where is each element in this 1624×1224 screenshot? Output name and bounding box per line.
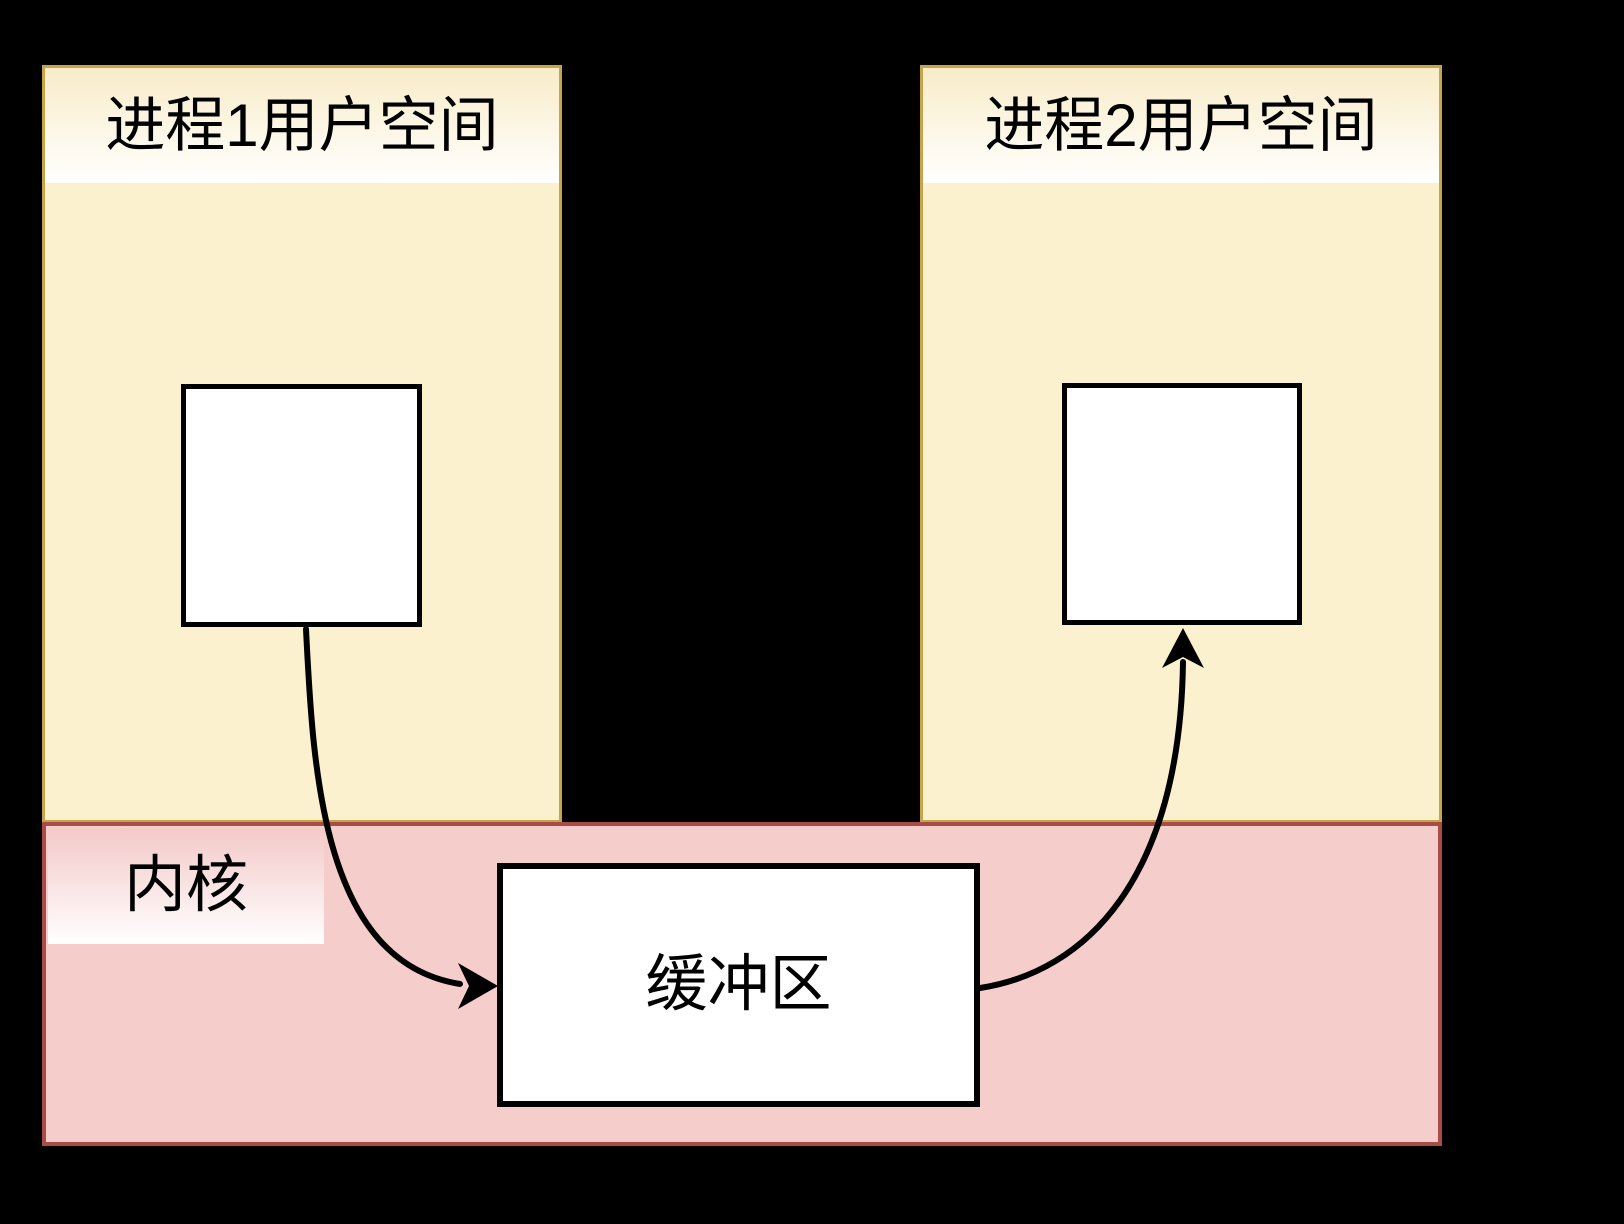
kernel-buffer-label: 缓冲区 [645, 950, 832, 1019]
process2-data-block [1062, 383, 1302, 625]
process2-user-space-title: 进程2用户空间 [923, 68, 1439, 183]
kernel-buffer-box: 缓冲区 [497, 863, 980, 1107]
process1-user-space-region: 进程1用户空间 [42, 65, 562, 823]
process1-user-space-title: 进程1用户空间 [45, 68, 559, 183]
process1-data-block [181, 384, 422, 627]
kernel-label: 内核 [48, 828, 324, 944]
